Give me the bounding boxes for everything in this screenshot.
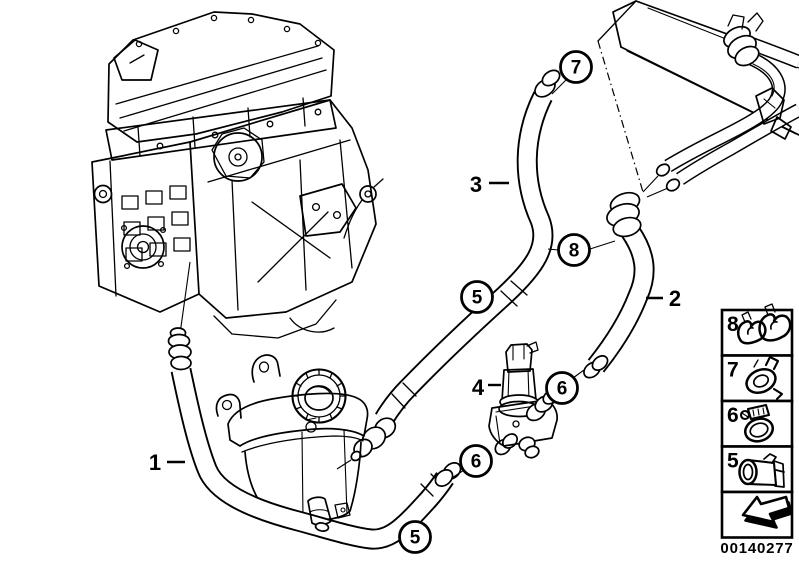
spring-clamp-icon bbox=[745, 355, 784, 401]
dipstick-loop bbox=[359, 185, 377, 203]
legend-item-arrow[interactable] bbox=[720, 490, 794, 539]
legend-sidebar: 8 7 6 bbox=[720, 303, 794, 557]
legend-item-7[interactable]: 7 bbox=[720, 354, 794, 403]
part-label-4[interactable]: 4 bbox=[472, 375, 501, 400]
valve-electrical-connector bbox=[505, 343, 533, 373]
phantom-boundary-line bbox=[597, 40, 644, 193]
hose-3 bbox=[336, 69, 561, 470]
svg-text:4: 4 bbox=[472, 375, 485, 400]
callout-8-number: 8 bbox=[569, 241, 580, 262]
crank-seal bbox=[121, 225, 165, 269]
callout-6-left-number: 6 bbox=[471, 452, 482, 473]
callout-6-left[interactable]: 6 bbox=[459, 444, 493, 478]
callout-leaders bbox=[451, 78, 616, 479]
callout-5-lower[interactable]: 5 bbox=[398, 520, 432, 554]
part-label-3[interactable]: 3 bbox=[470, 172, 509, 197]
svg-text:7: 7 bbox=[727, 359, 739, 382]
tank-bottom-nozzle bbox=[307, 496, 351, 532]
oil-cap bbox=[113, 39, 159, 81]
svg-text:2: 2 bbox=[669, 286, 681, 311]
callout-5-upper[interactable]: 5 bbox=[460, 280, 494, 314]
callout-7[interactable]: 7 bbox=[559, 50, 593, 84]
callout-5-upper-number: 5 bbox=[472, 288, 483, 309]
legend-item-6[interactable]: 6 bbox=[720, 399, 794, 448]
water-valve-illustration bbox=[488, 341, 560, 459]
legend-item-5[interactable]: 5 bbox=[720, 445, 794, 494]
callout-6-right[interactable]: 6 bbox=[545, 371, 579, 405]
callout-8[interactable]: 8 bbox=[557, 233, 591, 267]
hose-1 bbox=[167, 327, 462, 550]
legend-item-8[interactable]: 8 bbox=[720, 303, 794, 357]
hose-holder-clip-icon bbox=[738, 453, 785, 488]
part-label-2[interactable]: 2 bbox=[646, 286, 681, 311]
spring-clamp-pair-icon bbox=[736, 303, 792, 345]
tank-cap bbox=[291, 368, 347, 424]
svg-text:3: 3 bbox=[470, 172, 482, 197]
callout-5-lower-number: 5 bbox=[410, 528, 421, 549]
svg-text:6: 6 bbox=[727, 404, 739, 427]
engine-to-hose-leader bbox=[179, 261, 191, 335]
callout-6-right-number: 6 bbox=[557, 379, 568, 400]
direction-arrow-icon bbox=[741, 495, 793, 529]
callout-7-number: 7 bbox=[571, 58, 582, 79]
engine-illustration bbox=[91, 11, 384, 339]
radiator-illustration bbox=[597, 0, 799, 198]
image-number: 00140277 bbox=[720, 540, 793, 557]
hose-2 bbox=[583, 191, 655, 379]
screw-type-hose-clamp-icon bbox=[739, 403, 774, 443]
svg-text:8: 8 bbox=[727, 313, 739, 336]
svg-text:5: 5 bbox=[727, 450, 739, 473]
part-label-1[interactable]: 1 bbox=[149, 450, 185, 475]
svg-text:1: 1 bbox=[149, 450, 161, 475]
